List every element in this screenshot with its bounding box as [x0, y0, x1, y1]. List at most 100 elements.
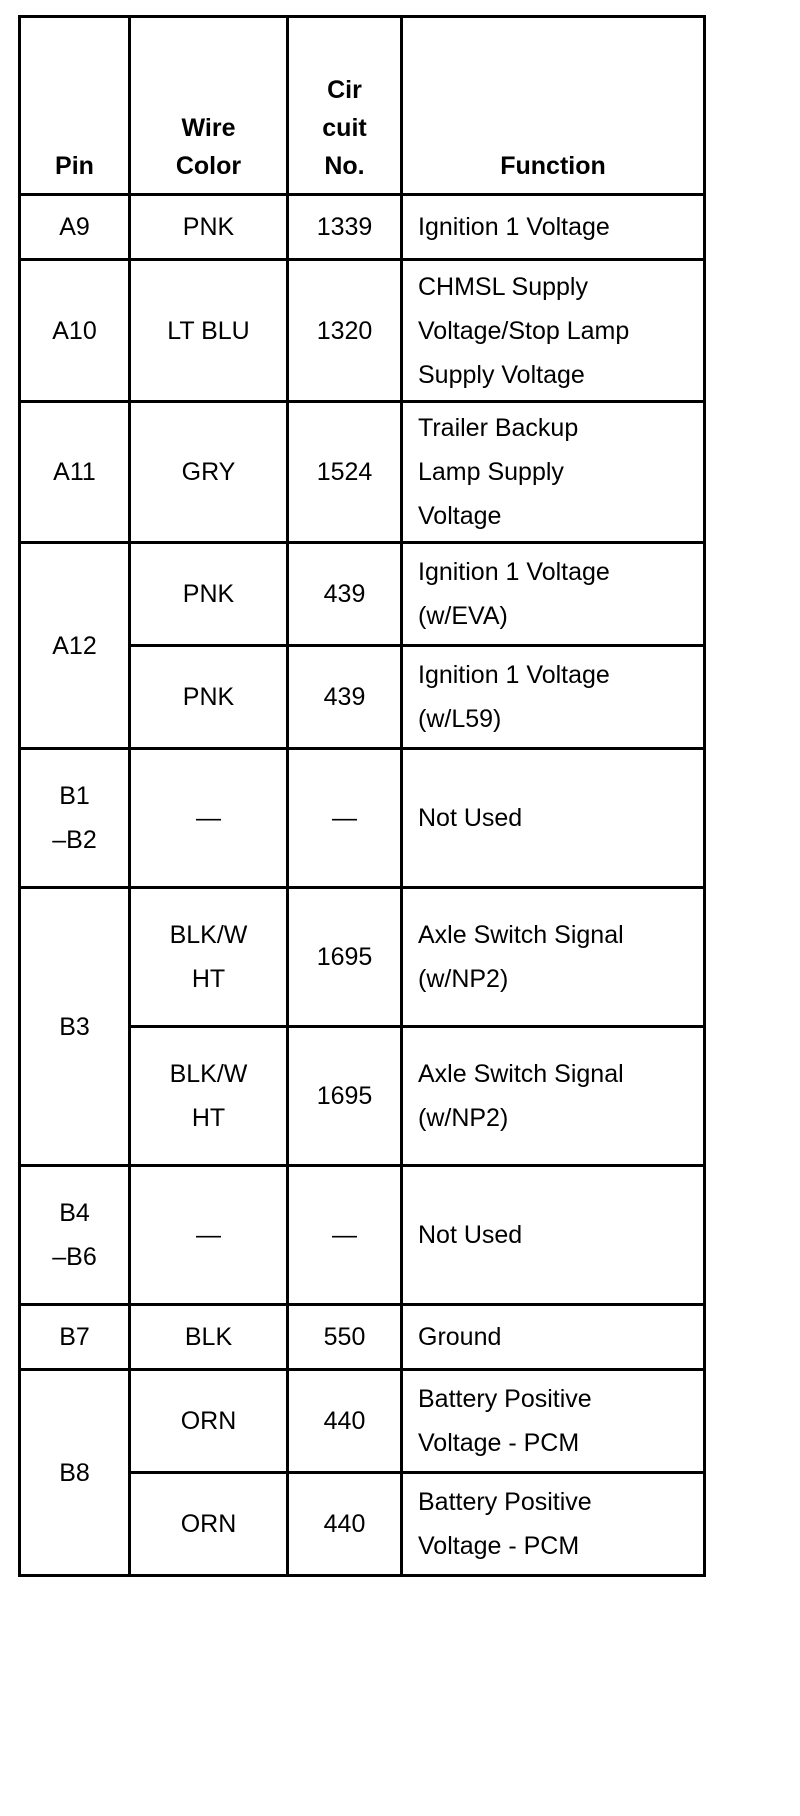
- function-cell-text: Battery Positive: [418, 1385, 592, 1413]
- wire-color-cell-text: ORN: [180, 1407, 237, 1435]
- wire-color-cell-text: PNK: [182, 580, 235, 608]
- circuit-number-cell: 1695: [286, 886, 403, 1028]
- function-cell-text: CHMSL Supply: [418, 272, 588, 301]
- circuit-number-cell-text: 1695: [316, 1082, 373, 1110]
- circuit-number-cell-text: 1320: [316, 316, 373, 345]
- pin-cell-text: B4: [59, 1199, 90, 1227]
- circuit-number-cell-text: 550: [323, 1323, 366, 1351]
- pin-cell: A10: [18, 258, 131, 403]
- function-cell: Ground: [400, 1303, 706, 1371]
- wire-color-cell: BLK/W HT: [128, 886, 289, 1028]
- function-cell-text: Ignition 1 Voltage: [418, 213, 610, 241]
- wire-color-cell: LT BLU: [128, 258, 289, 403]
- wire-color-cell: GRY: [128, 400, 289, 544]
- wire-color-cell-text: —: [196, 804, 221, 832]
- wire-color-cell-text: LT BLU: [167, 316, 250, 345]
- pin-cell-text: A12: [52, 631, 97, 660]
- wire-color-cell-text: HT: [191, 1104, 226, 1132]
- wire-color-cell: PNK: [128, 193, 289, 261]
- function-cell-text: Battery Positive: [418, 1488, 592, 1516]
- table-row: A9 PNK 1339 Ignition 1 Voltage: [18, 193, 706, 261]
- function-cell: Not Used: [400, 747, 706, 889]
- circuit-number-cell: —: [286, 1164, 403, 1306]
- table-row: B1 –B2 — — Not Used: [18, 747, 706, 889]
- pin-cell: B8: [18, 1368, 131, 1577]
- function-cell-text: (w/NP2): [418, 1104, 509, 1132]
- header-circuit-number: Cir cuit No.: [286, 15, 403, 196]
- function-cell-text: Axle Switch Signal: [418, 921, 624, 949]
- function-cell: Ignition 1 Voltage(w/EVA): [400, 541, 706, 647]
- function-cell-text: Voltage/Stop Lamp: [418, 316, 630, 345]
- wire-color-cell-text: —: [196, 1221, 221, 1249]
- wire-color-cell-text: PNK: [182, 213, 235, 241]
- pin-cell: A9: [18, 193, 131, 261]
- function-cell-text: (w/L59): [418, 705, 502, 733]
- function-cell-text: Supply Voltage: [418, 360, 585, 389]
- pin-cell: B4 –B6: [18, 1164, 131, 1306]
- circuit-number-cell: 1695: [286, 1025, 403, 1167]
- pin-cell-text: –B2: [52, 826, 97, 854]
- function-cell-text: Trailer Backup: [418, 414, 579, 442]
- function-cell: Axle Switch Signal (w/NP2): [400, 1025, 706, 1167]
- wire-color-cell-text: BLK/W: [169, 921, 248, 949]
- circuit-number-cell-text: 439: [323, 580, 366, 608]
- wire-color-cell-text: ORN: [180, 1510, 237, 1538]
- wire-color-cell-text: HT: [191, 965, 226, 993]
- header-pin: Pin: [18, 15, 131, 196]
- function-cell-text: Voltage - PCM: [418, 1532, 580, 1560]
- table-row: B7 BLK 550 Ground: [18, 1303, 706, 1371]
- function-cell-text: (w/NP2): [418, 965, 509, 993]
- circuit-number-cell: 440: [286, 1368, 403, 1474]
- circuit-number-cell: 440: [286, 1471, 403, 1577]
- pin-cell: B3: [18, 886, 131, 1167]
- pin-cell-text: B7: [59, 1323, 90, 1351]
- function-cell-text: Lamp Supply: [418, 458, 564, 486]
- pin-cell: B7: [18, 1303, 131, 1371]
- circuit-number-cell: —: [286, 747, 403, 889]
- circuit-number-cell: 439: [286, 644, 403, 750]
- circuit-number-cell-text: 1695: [316, 943, 373, 971]
- function-cell-text: (w/EVA): [418, 602, 508, 630]
- header-function: Function: [400, 15, 706, 196]
- wire-color-cell-text: PNK: [182, 683, 235, 711]
- pin-cell-text: A9: [59, 213, 90, 241]
- circuit-number-cell-text: 439: [323, 683, 366, 711]
- wire-color-cell: —: [128, 747, 289, 889]
- circuit-number-cell: 1339: [286, 193, 403, 261]
- circuit-number-cell-text: 1339: [316, 213, 373, 241]
- wire-color-cell: BLK: [128, 1303, 289, 1371]
- circuit-number-cell-text: 1524: [316, 458, 373, 486]
- circuit-number-cell-text: —: [332, 1221, 357, 1249]
- pin-cell-text: B1: [59, 782, 90, 810]
- function-cell-text: Voltage - PCM: [418, 1429, 580, 1457]
- pin-cell-text: –B6: [52, 1243, 97, 1271]
- table-row: B4–B6——Not Used: [18, 1164, 706, 1306]
- pin-cell-text: A10: [52, 316, 97, 345]
- pin-cell-text: B3: [59, 1012, 90, 1041]
- pin-cell: A11: [18, 400, 131, 544]
- pin-cell-text: A11: [53, 458, 96, 486]
- header-wire-color: Wire Color: [128, 15, 289, 196]
- circuit-number-cell: 1320: [286, 258, 403, 403]
- pin-cell: B1 –B2: [18, 747, 131, 889]
- function-cell-text: Ground: [418, 1323, 502, 1351]
- wire-color-cell: ORN: [128, 1368, 289, 1474]
- wire-color-cell-text: GRY: [181, 458, 236, 486]
- function-cell-text: Axle Switch Signal: [418, 1060, 624, 1088]
- function-cell-text: Not Used: [418, 804, 523, 832]
- pin-cell-text: B8: [59, 1458, 90, 1487]
- wire-color-cell-text: BLK: [184, 1323, 233, 1351]
